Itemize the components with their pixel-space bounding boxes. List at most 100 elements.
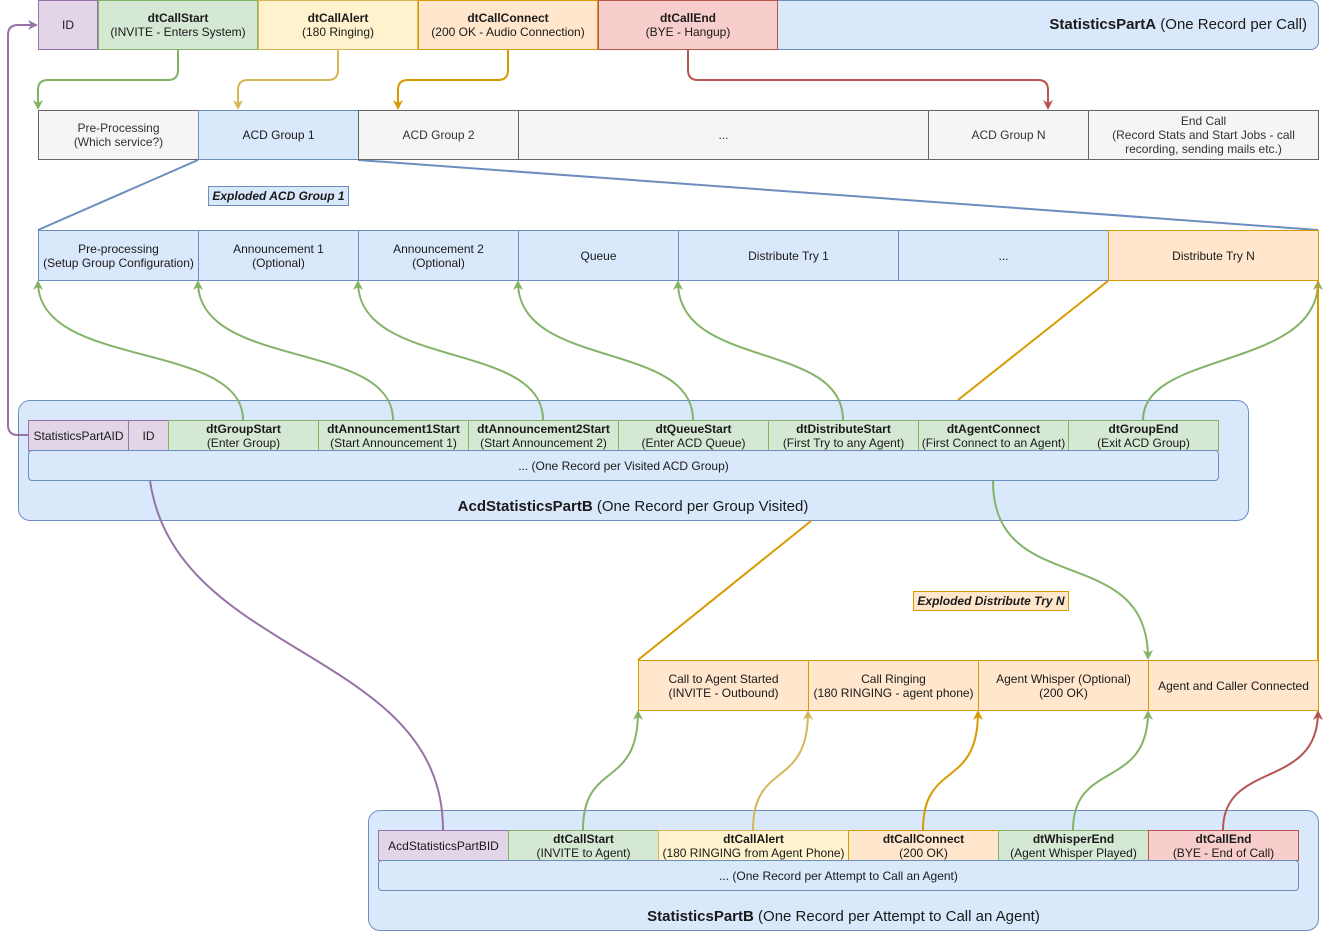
step-label: ...: [718, 128, 729, 142]
field-desc: (Start Announcement 2): [480, 435, 607, 450]
acd-part-b-field-agent-connect: dtAgentConnect (First Connect to an Agen…: [918, 420, 1069, 451]
group-step-announcement-2: Announcement 2 (Optional): [358, 230, 519, 281]
field-name: ID: [142, 428, 155, 443]
field-name: dtQueueStart: [655, 421, 732, 436]
step-sublabel: (180 RINGING - agent phone): [813, 685, 974, 700]
field-name: dtCallAlert: [307, 11, 369, 25]
table-name: AcdStatisticsPartB: [457, 498, 593, 515]
try-step-call-to-agent-started: Call to Agent Started (INVITE - Outbound…: [638, 660, 809, 711]
table-name: StatisticsPartA: [1049, 16, 1157, 33]
field-desc: (200 OK - Audio Connection): [431, 25, 585, 39]
part-b-more-records: ... (One Record per Attempt to Call an A…: [378, 860, 1299, 891]
part-b-caption: StatisticsPartB (One Record per Attempt …: [368, 908, 1319, 925]
field-desc: (Enter ACD Queue): [641, 435, 746, 450]
part-a-id-field: ID: [38, 0, 98, 50]
field-name: dtWhisperEnd: [1032, 831, 1115, 846]
acd-part-b-field-group-start: dtGroupStart (Enter Group): [168, 420, 319, 451]
step-label: Queue: [580, 248, 617, 263]
table-description: (One Record per Attempt to Call an Agent…: [753, 908, 1040, 925]
step-label: Agent and Caller Connected: [1158, 678, 1309, 693]
field-desc: (BYE - End of Call): [1172, 845, 1275, 860]
step-sublabel: (200 OK): [1039, 685, 1088, 700]
field-desc: (Start Announcement 1): [330, 435, 457, 450]
group-step-ellipsis: ...: [898, 230, 1109, 281]
link-callstart-preprocessing: [33, 50, 179, 110]
field-name: dtAnnouncement2Start: [477, 421, 610, 436]
step-label: Announcement 1: [233, 241, 324, 256]
link-callend-acdgroupn: [687, 50, 1053, 110]
part-a-id-label: ID: [62, 18, 74, 32]
part-b-fk-field: AcdStatisticsPartBID: [378, 830, 509, 861]
field-name: dtAgentConnect: [946, 421, 1041, 436]
acd-part-b-field-announcement1-start: dtAnnouncement1Start (Start Announcement…: [318, 420, 469, 451]
explode-distribute-try-n-top: [957, 280, 1109, 401]
field-desc: (BYE - Hangup): [645, 25, 731, 39]
try-step-agent-caller-connected: Agent and Caller Connected: [1148, 660, 1319, 711]
table-description: (One Record per Call): [1156, 16, 1307, 33]
group-step-distribute-try-n: Distribute Try N: [1108, 230, 1319, 281]
step-label: ACD Group N: [971, 128, 1046, 142]
table-description: (One Record per Group Visited): [592, 498, 809, 515]
acd-part-b-fk-field: StatisticsPartAID: [28, 420, 129, 451]
acd-part-b-field-announcement2-start: dtAnnouncement2Start (Start Announcement…: [468, 420, 619, 451]
step-acd-group-1: ACD Group 1: [198, 110, 359, 160]
acd-part-b-caption: AcdStatisticsPartB (One Record per Group…: [0, 498, 1266, 515]
group-step-queue: Queue: [518, 230, 679, 281]
explode-acd-group-1-left: [37, 159, 199, 231]
part-b-field-whisper-end: dtWhisperEnd (Agent Whisper Played): [998, 830, 1149, 861]
step-label: Agent Whisper (Optional): [996, 671, 1131, 686]
explode-distribute-try-n-left: [637, 520, 812, 661]
field-desc: (Agent Whisper Played): [1010, 845, 1137, 860]
try-step-call-ringing: Call Ringing (180 RINGING - agent phone): [808, 660, 979, 711]
step-sublabel: (Optional): [252, 255, 305, 270]
field-name: StatisticsPartAID: [33, 428, 124, 443]
acd-part-b-field-distribute-start: dtDistributeStart (First Try to any Agen…: [768, 420, 919, 451]
step-label: Announcement 2: [393, 241, 484, 256]
link-callalert-acdgroup1: [233, 50, 339, 110]
field-name: dtGroupStart: [206, 421, 281, 436]
step-sublabel: (Record Stats and Start Jobs - call reco…: [1112, 128, 1295, 156]
step-acd-group-n: ACD Group N: [928, 110, 1089, 160]
step-acd-group-2: ACD Group 2: [358, 110, 519, 160]
field-name: dtCallAlert: [723, 831, 784, 846]
field-name: dtCallStart: [147, 11, 209, 25]
step-label: Distribute Try N: [1172, 248, 1255, 263]
field-desc: (Enter Group): [206, 435, 281, 450]
field-desc: (First Try to any Agent): [782, 435, 905, 450]
field-desc: (Exit ACD Group): [1097, 435, 1190, 450]
part-a-field-call-start: dtCallStart (INVITE - Enters System): [98, 0, 258, 50]
part-a-field-call-end: dtCallEnd (BYE - Hangup): [598, 0, 778, 50]
group-step-distribute-try-1: Distribute Try 1: [678, 230, 899, 281]
step-sublabel: (INVITE - Outbound): [668, 685, 779, 700]
field-name: dtCallStart: [553, 831, 614, 846]
field-name: AcdStatisticsPartBID: [388, 838, 499, 853]
field-desc: (180 Ringing): [301, 25, 375, 39]
step-label: ACD Group 1: [242, 128, 315, 142]
part-b-field-call-connect: dtCallConnect (200 OK): [848, 830, 999, 861]
field-name: dtCallEnd: [1195, 831, 1252, 846]
field-name: dtGroupEnd: [1108, 421, 1179, 436]
acd-part-b-field-group-end: dtGroupEnd (Exit ACD Group): [1068, 420, 1219, 451]
field-desc: (200 OK): [899, 845, 948, 860]
part-b-field-call-start: dtCallStart (INVITE to Agent): [508, 830, 659, 861]
more-records-label: ... (One Record per Attempt to Call an A…: [719, 868, 958, 883]
step-label: Pre-processing: [78, 241, 159, 256]
group-step-announcement-1: Announcement 1 (Optional): [198, 230, 359, 281]
step-ellipsis: ...: [518, 110, 929, 160]
field-desc: (180 RINGING from Agent Phone): [662, 845, 845, 860]
field-name: dtCallEnd: [660, 11, 716, 25]
field-desc: (INVITE - Enters System): [110, 25, 246, 39]
step-sublabel: (Setup Group Configuration): [43, 255, 194, 270]
acd-part-b-id-field: ID: [128, 420, 169, 451]
acd-part-b-more-records: ... (One Record per Visited ACD Group): [28, 450, 1219, 481]
link-callconnect-acdgroup2: [393, 50, 509, 110]
field-name: dtDistributeStart: [796, 421, 891, 436]
step-pre-processing: Pre-Processing (Which service?): [38, 110, 199, 160]
step-label: Call to Agent Started: [668, 671, 779, 686]
field-name: dtAnnouncement1Start: [327, 421, 460, 436]
link-partaid-to-id: [7, 20, 38, 436]
group-step-pre-processing: Pre-processing (Setup Group Configuratio…: [38, 230, 199, 281]
table-name: StatisticsPartB: [647, 908, 754, 925]
try-step-agent-whisper: Agent Whisper (Optional) (200 OK): [978, 660, 1149, 711]
part-a-field-call-connect: dtCallConnect (200 OK - Audio Connection…: [418, 0, 598, 50]
